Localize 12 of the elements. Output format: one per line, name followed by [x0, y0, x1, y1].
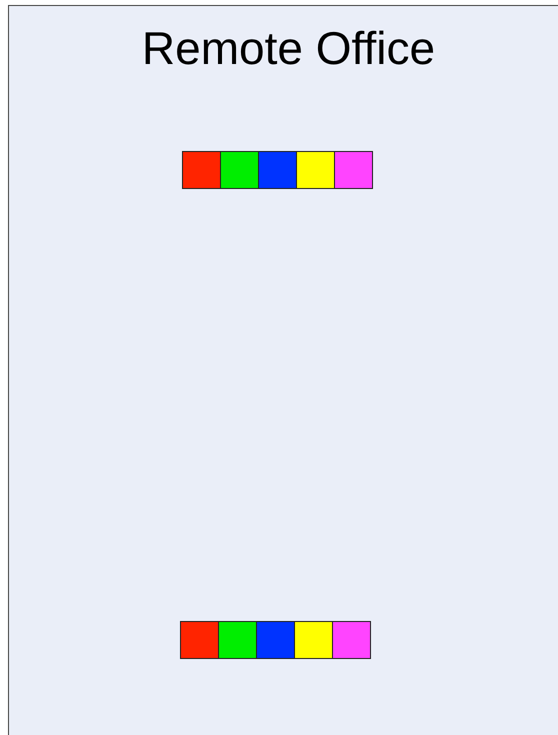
color-square	[294, 621, 333, 659]
color-square	[182, 151, 221, 189]
office-panel	[8, 5, 558, 735]
color-square	[334, 151, 373, 189]
color-square	[332, 621, 371, 659]
color-square	[256, 621, 295, 659]
panel-title: Remote Office	[140, 21, 436, 76]
color-square	[296, 151, 335, 189]
color-square	[220, 151, 259, 189]
color-square	[258, 151, 297, 189]
color-square	[218, 621, 257, 659]
color-square	[180, 621, 219, 659]
